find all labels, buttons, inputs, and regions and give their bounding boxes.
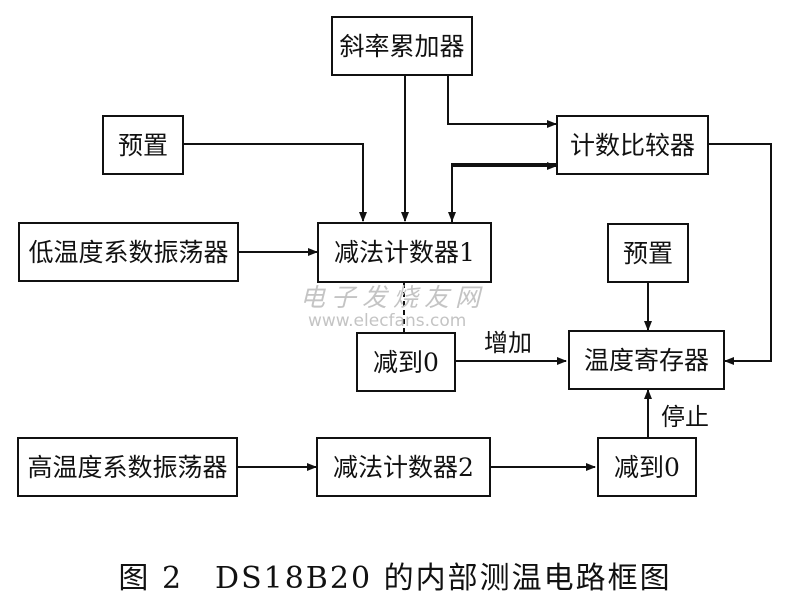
down-counter-1-block: 减法计数器1 xyxy=(317,222,492,283)
watermark-url: www.elecfans.com xyxy=(308,311,467,331)
watermark-name: 电子发烧友网 xyxy=(300,283,487,312)
counter-comparator-block: 计数比较器 xyxy=(556,115,709,175)
slope-accumulator-block: 斜率累加器 xyxy=(331,16,473,76)
low-temp-oscillator-block: 低温度系数振荡器 xyxy=(18,222,239,282)
preset-block-top: 预置 xyxy=(102,115,184,175)
stop-label: 停止 xyxy=(661,403,709,431)
wire-comparator-to-counter1 xyxy=(448,163,556,222)
preset-block-right: 预置 xyxy=(607,223,689,283)
figure-caption: 图 2 DS18B20 的内部测温电路框图 xyxy=(118,561,672,596)
wire-slope-to-comparator xyxy=(447,76,557,128)
down-counter-2-block: 减法计数器2 xyxy=(316,437,491,497)
reach-zero-1-block: 减到0 xyxy=(356,332,456,392)
wire-comparator-to-register xyxy=(709,143,772,365)
temperature-register-block: 温度寄存器 xyxy=(568,330,725,390)
reach-zero-2-block: 减到0 xyxy=(597,437,697,497)
high-temp-oscillator-block: 高温度系数振荡器 xyxy=(17,437,238,497)
wire-counter1-to-comparator xyxy=(451,162,557,222)
wire-preset-to-counter1 xyxy=(184,143,367,222)
increase-label: 增加 xyxy=(484,329,532,357)
